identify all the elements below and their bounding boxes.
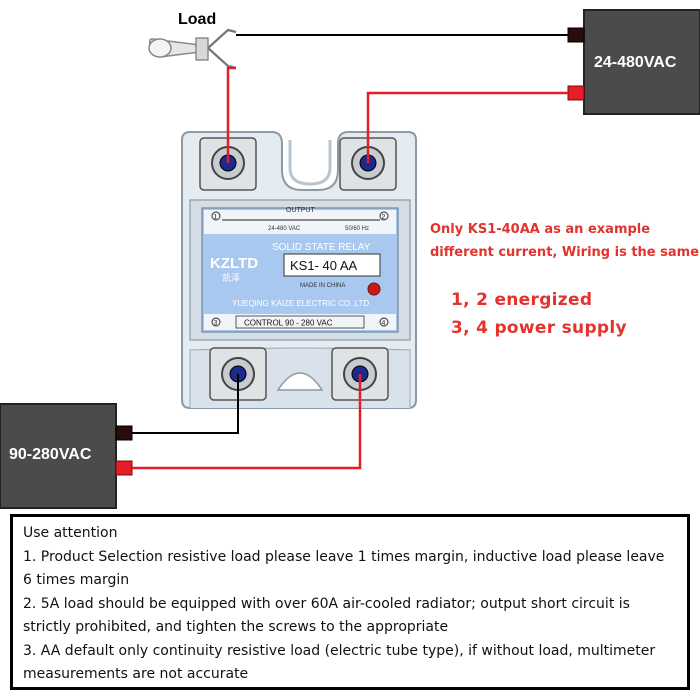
legend-line-1: 1, 2 energized <box>451 290 593 310</box>
control-supply-positive-terminal <box>115 460 133 476</box>
attention-line-2: 6 times margin <box>23 572 130 588</box>
output-supply-negative-terminal <box>567 27 585 43</box>
output-supply-label: 24-480VAC <box>594 54 677 71</box>
made-in-label: MADE IN CHINA <box>300 283 345 289</box>
legend-line-2: 3, 4 power supply <box>451 318 627 338</box>
attention-line-6: measurements are not accurate <box>23 666 249 682</box>
terminal-3-label: 3 <box>214 320 218 327</box>
wiring-diagram: Load 24-480VAC 90-280VAC 1 2 OUTPUT 24-4… <box>0 9 700 509</box>
output-label: OUTPUT <box>286 207 316 214</box>
attention-line-5: 3. AA default only continuity resistive … <box>23 642 656 659</box>
wire-load-to-terminal-1 <box>226 66 236 163</box>
control-supply-label: 90-280VAC <box>9 446 92 463</box>
control-power-supply: 90-280VAC <box>0 403 133 509</box>
attention-title: Use attention <box>23 525 118 541</box>
terminal-1-label: 1 <box>214 214 218 221</box>
example-note-line-1: Only KS1-40AA as an example <box>430 222 651 237</box>
relay-title: SOLID STATE RELAY <box>272 242 371 253</box>
attention-line-3: 2. 5A load should be equipped with over … <box>23 595 630 612</box>
wire-terminal-2-to-output-supply <box>366 91 568 163</box>
output-voltage: 24-480 VAC <box>268 226 301 232</box>
model-number: KS1- 40 AA <box>290 258 358 273</box>
status-led-icon <box>367 282 381 296</box>
terminal-4-label: 4 <box>382 320 386 327</box>
terminal-2-screw-icon <box>339 137 397 191</box>
load-lamp-icon <box>148 28 237 70</box>
control-supply-negative-terminal <box>115 425 133 441</box>
example-note: Only KS1-40AA as an example different cu… <box>430 218 699 264</box>
maker-label: YUEQING KAIZE ELECTRIC CO.,LTD <box>232 299 369 308</box>
model-box <box>283 253 381 277</box>
output-power-supply: 24-480VAC <box>567 9 700 115</box>
output-supply-positive-terminal <box>567 85 585 101</box>
brand-subtitle: 凯泽 <box>222 272 240 283</box>
control-label: CONTROL 90 - 280 VAC <box>244 319 333 328</box>
frequency-label: 50/60 Hz <box>345 226 369 232</box>
attention-line-1: 1. Product Selection resistive load plea… <box>23 548 665 565</box>
example-note-line-2: different current, Wiring is the same <box>430 245 700 260</box>
use-attention-box: Use attention 1. Product Selection resis… <box>10 514 690 690</box>
attention-line-4: strictly prohibited, and tighten the scr… <box>23 619 449 635</box>
load-label: Load <box>178 11 216 28</box>
terminal-legend: 1, 2 energized 3, 4 power supply <box>451 286 627 342</box>
wire-terminal-3-to-control-supply <box>132 374 239 434</box>
brand-logo: KZLTD <box>210 255 258 272</box>
terminal-2-label: 2 <box>382 214 386 221</box>
wire-terminal-4-to-control-supply <box>132 374 362 470</box>
